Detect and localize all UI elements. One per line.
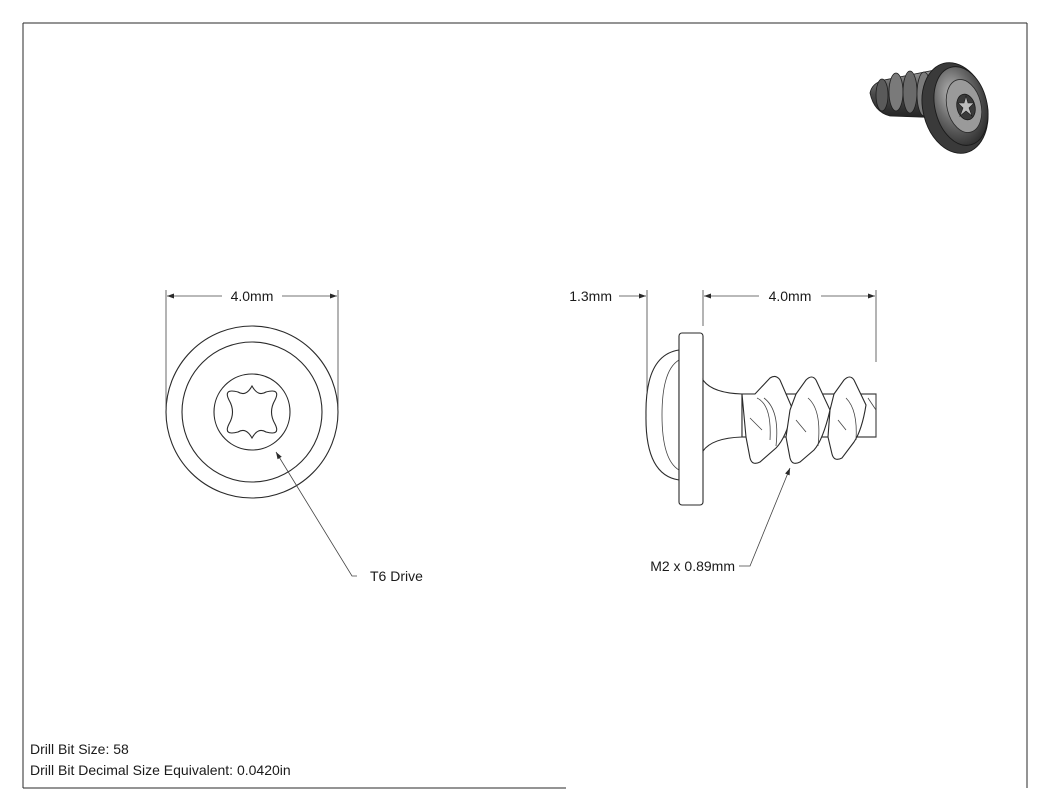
thread-crests xyxy=(741,375,877,464)
screw-neck xyxy=(702,378,743,453)
head-flange xyxy=(678,332,704,506)
length-label: 4.0mm xyxy=(769,288,812,304)
torx-drive-icon xyxy=(226,384,278,440)
head-dome xyxy=(645,349,680,481)
head-diameter-label: 4.0mm xyxy=(231,288,274,304)
screw-isometric-icon xyxy=(869,62,989,154)
drill-bit-decimal-note: Drill Bit Decimal Size Equivalent: 0.042… xyxy=(30,762,291,778)
length-dimension: 4.0mm xyxy=(704,288,877,362)
drive-callout-label: T6 Drive xyxy=(370,568,423,584)
drawing-frame xyxy=(22,22,1028,789)
front-view: 4.0mm T6 Drive xyxy=(165,288,423,584)
drill-bit-size-note: Drill Bit Size: 58 xyxy=(30,741,129,757)
head-height-label: 1.3mm xyxy=(569,288,612,304)
head-diameter-dimension: 4.0mm xyxy=(165,288,339,408)
thread-callout-label: M2 x 0.89mm xyxy=(650,558,735,574)
side-view: 1.3mm 4.0mm M2 x 0.89mm xyxy=(569,288,877,574)
drive-callout: T6 Drive xyxy=(275,451,423,584)
head-height-dimension: 1.3mm xyxy=(569,288,704,392)
drill-notes: Drill Bit Size: 58 Drill Bit Decimal Siz… xyxy=(30,741,291,778)
thread-callout: M2 x 0.89mm xyxy=(650,467,791,574)
